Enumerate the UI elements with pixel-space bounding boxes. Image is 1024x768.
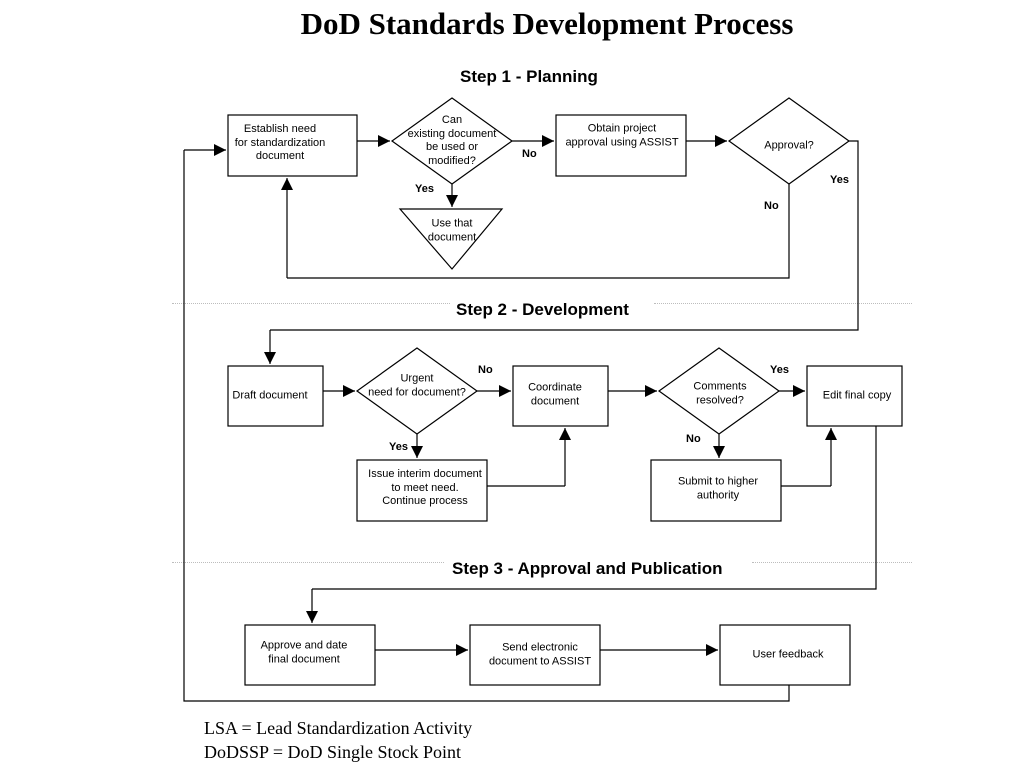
send-electronic-box — [469, 624, 601, 686]
approve-date-box — [244, 624, 376, 686]
note-lsa: LSA = Lead Standardization Activity — [204, 718, 473, 738]
obtain-approval-box — [555, 114, 687, 177]
coordinate-document-label: Coordinate document — [528, 381, 582, 408]
draft-document-box — [227, 365, 324, 427]
can-existing-no-label: No — [522, 148, 537, 160]
separator-step-2 — [654, 303, 912, 304]
coordinate-document-box — [512, 365, 609, 427]
issue-interim-label: Issue interim document to meet need. Con… — [368, 467, 482, 507]
page-title: DoD Standards Development Process — [300, 6, 794, 41]
user-feedback-label: User feedback — [752, 648, 824, 661]
use-that-label: Use that document — [427, 217, 477, 244]
step-2-heading: Step 2 - Development — [456, 300, 629, 319]
approval-yes-label: Yes — [830, 174, 849, 186]
line-feedback-loop — [183, 150, 790, 702]
issue-interim-box — [356, 459, 488, 522]
approval-no-label: No — [764, 200, 779, 212]
separator-step-3 — [172, 562, 444, 563]
edit-final-label: Edit final copy — [822, 389, 892, 402]
urgent-no-label: No — [478, 364, 493, 376]
establish-need-box — [227, 114, 358, 177]
use-that-triangle — [398, 208, 504, 270]
separator-step-2 — [172, 303, 450, 304]
can-existing-yes-label: Yes — [415, 183, 434, 195]
line-approval-yes-to-step2 — [270, 140, 859, 331]
line-edit-to-step3 — [312, 426, 877, 590]
comments-resolved-label: Comments resolved? — [693, 380, 747, 407]
separator-step-3 — [752, 562, 912, 563]
comments-yes-label: Yes — [770, 364, 789, 376]
approval-label: Approval? — [764, 139, 814, 152]
step-3-heading: Step 3 - Approval and Publication — [452, 559, 723, 578]
comments-no-label: No — [686, 433, 701, 445]
can-existing-label: Can existing document be used or modifie… — [407, 114, 497, 167]
user-feedback-box — [719, 624, 851, 686]
urgent-yes-label: Yes — [389, 441, 408, 453]
note-dodssp: DoDSSP = DoD Single Stock Point — [204, 742, 462, 762]
draft-document-label: Draft document — [232, 389, 308, 402]
urgent-need-label: Urgent need for document? — [368, 372, 466, 399]
establish-need-label: Establish need for standardization docum… — [234, 122, 326, 162]
send-electronic-label: Send electronic document to ASSIST — [488, 641, 592, 668]
edit-final-box — [806, 365, 903, 427]
line-approval-no-loop — [287, 184, 790, 279]
obtain-approval-label: Obtain project approval using ASSIST — [565, 122, 679, 149]
step-1-heading: Step 1 - Planning — [460, 67, 598, 86]
submit-higher-box — [650, 459, 782, 522]
submit-higher-label: Submit to higher authority — [677, 475, 759, 502]
approve-date-label: Approve and date final document — [260, 639, 348, 666]
